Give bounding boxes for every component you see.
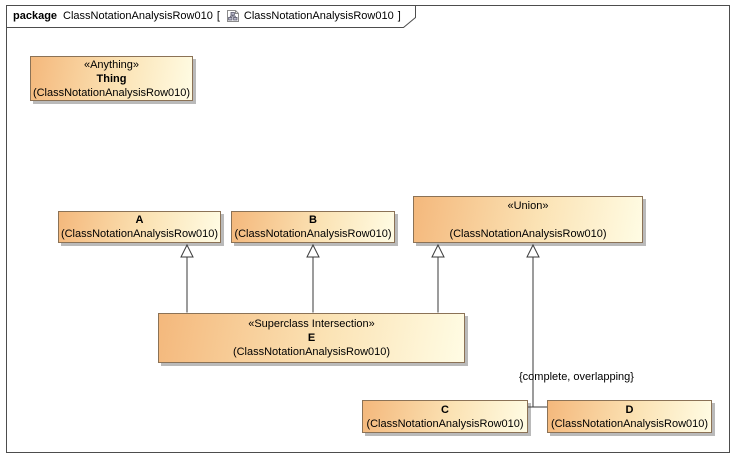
class-a-name: A — [135, 214, 144, 226]
class-union-qualifier: (ClassNotationAnalysisRow010) — [449, 227, 607, 240]
class-b-name: B — [309, 214, 317, 226]
class-e-name: E — [307, 332, 316, 344]
class-e-qualifier: (ClassNotationAnalysisRow010) — [232, 346, 391, 358]
frame-diagram-name: ClassNotationAnalysisRow010 — [243, 10, 394, 22]
class-b-qualifier: (ClassNotationAnalysisRow010) — [234, 228, 392, 240]
frame-header-text: package ClassNotationAnalysisRow010 [ Cl… — [13, 9, 401, 23]
class-thing-name: Thing — [96, 72, 127, 85]
class-thing-stereotype: «Anything» — [83, 58, 140, 71]
class-d-qualifier: (ClassNotationAnalysisRow010) — [550, 417, 709, 430]
class-d[interactable]: D (ClassNotationAnalysisRow010) — [547, 400, 712, 433]
class-diagram-icon — [226, 9, 240, 23]
frame-kind-label: package — [13, 10, 58, 22]
class-e-stereotype: «Superclass Intersection» — [248, 318, 375, 330]
frame-package-name: ClassNotationAnalysisRow010 — [63, 10, 213, 22]
frame-open-bracket: [ — [216, 10, 220, 22]
frame-header-tab: package ClassNotationAnalysisRow010 [ Cl… — [6, 5, 418, 29]
class-c[interactable]: C (ClassNotationAnalysisRow010) — [362, 400, 528, 433]
generalization-set-constraint-label: {complete, overlapping} — [519, 371, 634, 383]
frame-close-bracket: ] — [397, 10, 401, 22]
frame-header-tab-shape — [6, 5, 416, 28]
class-e[interactable]: «Superclass Intersection» E (ClassNotati… — [158, 313, 465, 363]
class-a-qualifier: (ClassNotationAnalysisRow010) — [60, 228, 219, 240]
class-d-name: D — [625, 403, 634, 416]
class-c-qualifier: (ClassNotationAnalysisRow010) — [366, 417, 524, 430]
class-union[interactable]: «Union» (ClassNotationAnalysisRow010) — [413, 196, 643, 243]
class-thing[interactable]: «Anything» Thing (ClassNotationAnalysisR… — [30, 56, 193, 101]
class-b[interactable]: B (ClassNotationAnalysisRow010) — [231, 211, 395, 243]
class-c-name: C — [441, 403, 449, 416]
class-a[interactable]: A (ClassNotationAnalysisRow010) — [58, 211, 221, 243]
class-union-stereotype: «Union» — [507, 199, 549, 212]
class-thing-qualifier: (ClassNotationAnalysisRow010) — [32, 86, 191, 99]
